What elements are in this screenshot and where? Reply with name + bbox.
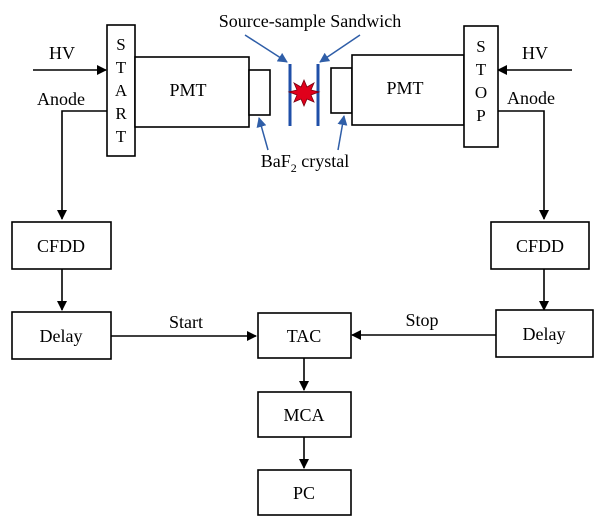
stop-letter: P <box>476 106 485 125</box>
tac-box <box>257 312 352 359</box>
start-letter: R <box>115 104 127 123</box>
crystal-arrow-right <box>337 115 348 151</box>
pc-label: PC <box>293 483 315 503</box>
cfdd-left-label: CFDD <box>37 236 85 256</box>
tac-label: TAC <box>287 326 322 346</box>
pmt-left-box <box>134 56 250 128</box>
mca-label: MCA <box>283 405 324 425</box>
start-letter: A <box>115 81 128 100</box>
title-arrow-right <box>319 34 361 63</box>
crystal-right <box>330 67 353 114</box>
stop-letters: S T O P <box>475 37 487 125</box>
title-arrow-left <box>244 34 288 63</box>
stop-letter: S <box>476 37 485 56</box>
stop-box <box>463 25 499 148</box>
delay-right-label: Delay <box>523 324 566 344</box>
crystal-label: BaF2 crystal <box>261 151 350 175</box>
pmt-right-label: PMT <box>386 78 423 98</box>
crystal-left <box>248 69 271 116</box>
anode-right-label: Anode <box>507 88 555 108</box>
start-letter: S <box>116 35 125 54</box>
start-edge-label: Start <box>169 312 203 332</box>
delay-left-box <box>11 311 112 360</box>
stop-letter: O <box>475 83 487 102</box>
stop-edge-label: Stop <box>405 310 438 330</box>
delay-left-label: Delay <box>40 326 83 346</box>
diagram-title: Source-sample Sandwich <box>219 11 401 31</box>
pc-box <box>257 469 352 516</box>
anode-left-label: Anode <box>37 89 85 109</box>
start-letter: T <box>116 58 127 77</box>
hv-right-label: HV <box>522 43 548 63</box>
cfdd-right-box <box>490 221 590 270</box>
start-letters: S T A R T <box>115 35 128 146</box>
crystal-arrow-left <box>256 117 269 151</box>
start-box <box>106 24 136 157</box>
radioactive-source-star <box>287 78 321 108</box>
anode-right-path <box>498 110 549 220</box>
cfdd-right-label: CFDD <box>516 236 564 256</box>
stop-letter: T <box>476 60 487 79</box>
pmt-left-label: PMT <box>169 80 206 100</box>
start-letter: T <box>116 127 127 146</box>
anode-left-path <box>57 110 107 220</box>
delay-right-box <box>495 309 594 358</box>
hv-left-label: HV <box>49 43 75 63</box>
